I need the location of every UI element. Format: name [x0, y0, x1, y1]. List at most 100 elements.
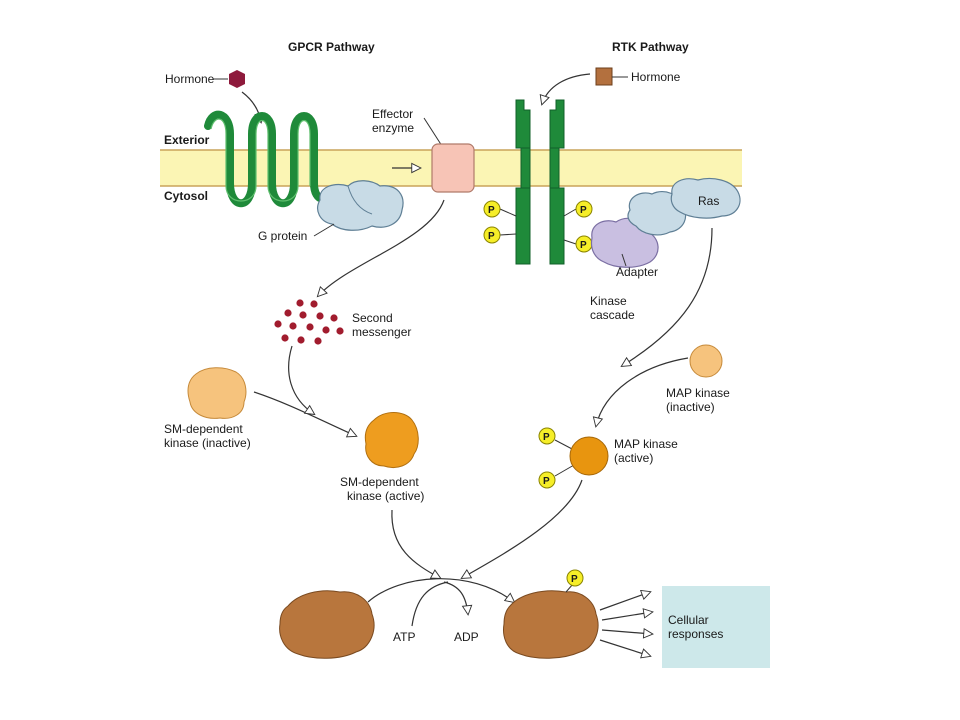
g-protein-leader: [313, 223, 335, 237]
kinase-cascade-label-line2: cascade: [590, 308, 635, 322]
cellular-responses-box: [662, 586, 770, 668]
messenger-dot: [306, 323, 314, 331]
g-protein-shape: [317, 180, 404, 231]
phosphate-icon: [483, 226, 501, 244]
phosphate-label: P: [488, 205, 495, 216]
phosphate-label: P: [488, 231, 495, 242]
phosphate-icon: [483, 200, 501, 218]
response-arrow: [599, 592, 650, 611]
phosphorylation-arc: [367, 578, 514, 602]
cellular-responses-label-line1: Cellular: [668, 613, 709, 627]
map-kinase-inactive-label-line1: MAP kinase: [666, 386, 730, 400]
sm-kinase-active: [364, 412, 419, 468]
rtk-pathway-title: RTK Pathway: [612, 40, 689, 54]
response-arrow: [601, 630, 652, 634]
rtk-hormone-label: Hormone: [631, 70, 681, 84]
sm-kinase-active-label-line1: SM-dependent: [340, 475, 419, 489]
gpcr-receptor-highlight: [210, 118, 311, 202]
map-inactive-to-active-arrow: [596, 357, 689, 426]
messenger-to-active-arrow: [288, 345, 314, 414]
phosphate-label: P: [543, 432, 550, 443]
sm-kinase-inactive: [187, 367, 247, 419]
substrate-protein: [279, 590, 375, 659]
second-messenger-cluster: [274, 299, 344, 345]
kinase-cascade-label-line1: Kinase: [590, 294, 627, 308]
g-protein-label: G protein: [258, 229, 307, 243]
messenger-dot: [299, 311, 307, 319]
effector-label-line1: Effector: [372, 107, 413, 121]
phosphate-label: P: [580, 240, 587, 251]
effector-label-line2: enzyme: [372, 121, 414, 135]
map-kinase-active-label-line2: (active): [614, 451, 653, 465]
map-phospho-bond: [554, 439, 575, 451]
second-messenger-label-line2: messenger: [352, 325, 411, 339]
messenger-dot: [316, 312, 324, 320]
rtk-right-cytosolic: [549, 187, 565, 265]
rtk-receptor: [515, 99, 565, 265]
phosphate-label: P: [571, 574, 578, 585]
gpcr-receptor: [204, 110, 336, 208]
messenger-dot: [336, 327, 344, 335]
messenger-dot: [322, 326, 330, 334]
kinase-cascade-arrow: [622, 227, 713, 366]
effector-to-messenger-arrow: [318, 199, 445, 296]
sm-kinase-active-label-line2: kinase (active): [347, 489, 424, 503]
gpcr-hormone-label: Hormone: [165, 72, 215, 86]
phosphorylated-substrate: [503, 590, 599, 659]
messenger-dot: [297, 336, 305, 344]
linker-protein-shape: [627, 191, 687, 236]
map-kinase-inactive-label-line2: (inactive): [666, 400, 715, 414]
map-kinase-active: [569, 436, 609, 476]
rtk-left-transmembrane: [520, 147, 531, 189]
atp-label: ATP: [393, 630, 415, 644]
adp-label: ADP: [454, 630, 479, 644]
g-protein-subunit-line: [347, 185, 373, 215]
response-arrow: [601, 612, 652, 621]
map-kinase-active-label-line1: MAP kinase: [614, 437, 678, 451]
messenger-dot: [284, 309, 292, 317]
sm-kinase-inactive-label-line2: kinase (inactive): [164, 436, 251, 450]
ras-label: Ras: [698, 194, 719, 208]
atp-branch: [411, 581, 449, 627]
adp-branch: [443, 581, 468, 614]
rtk-right-transmembrane: [549, 147, 560, 189]
gpcr-pathway-title: GPCR Pathway: [288, 40, 375, 54]
rtk-right-extracellular: [549, 99, 565, 149]
sm-kinase-inactive-label-line1: SM-dependent: [164, 422, 243, 436]
effector-enzyme: [431, 143, 475, 193]
rtk-left-cytosolic: [515, 187, 531, 265]
effector-leader: [423, 117, 443, 147]
map-kinase-inactive: [689, 344, 723, 378]
phosphate-label: P: [543, 476, 550, 487]
map-phospho-bond: [554, 464, 575, 477]
gpcr-hormone-icon: [229, 70, 245, 88]
cellular-responses-label-line2: responses: [668, 627, 723, 641]
adapter-leader: [621, 253, 627, 267]
messenger-dot: [281, 334, 289, 342]
phosphate-icon: [566, 569, 584, 587]
messenger-dot: [296, 299, 304, 307]
rtk-left-extracellular: [515, 99, 531, 149]
map-kinase-to-reaction-arrow: [462, 479, 583, 578]
messenger-dot: [314, 337, 322, 345]
rtk-hormone-icon: [595, 67, 613, 86]
response-arrow: [599, 639, 650, 656]
phosphate-icon: [538, 471, 556, 489]
inactive-to-active-arrow: [253, 391, 356, 436]
messenger-dot: [310, 300, 318, 308]
ras-shape: [670, 177, 741, 219]
second-messenger-label-line1: Second: [352, 311, 393, 325]
phosphate-icon: [575, 200, 593, 218]
sm-kinase-to-reaction-arrow: [391, 509, 440, 578]
messenger-dot: [330, 314, 338, 322]
messenger-dot: [289, 322, 297, 330]
exterior-label: Exterior: [164, 133, 210, 147]
cytosol-label: Cytosol: [164, 189, 208, 203]
phosphate-label: P: [580, 205, 587, 216]
adapter-label: Adapter: [616, 265, 658, 279]
messenger-dot: [274, 320, 282, 328]
rtk-phosphates: P P P P: [483, 200, 593, 253]
rtk-hormone-arrow: [542, 73, 591, 104]
phosphate-icon: [538, 427, 556, 445]
